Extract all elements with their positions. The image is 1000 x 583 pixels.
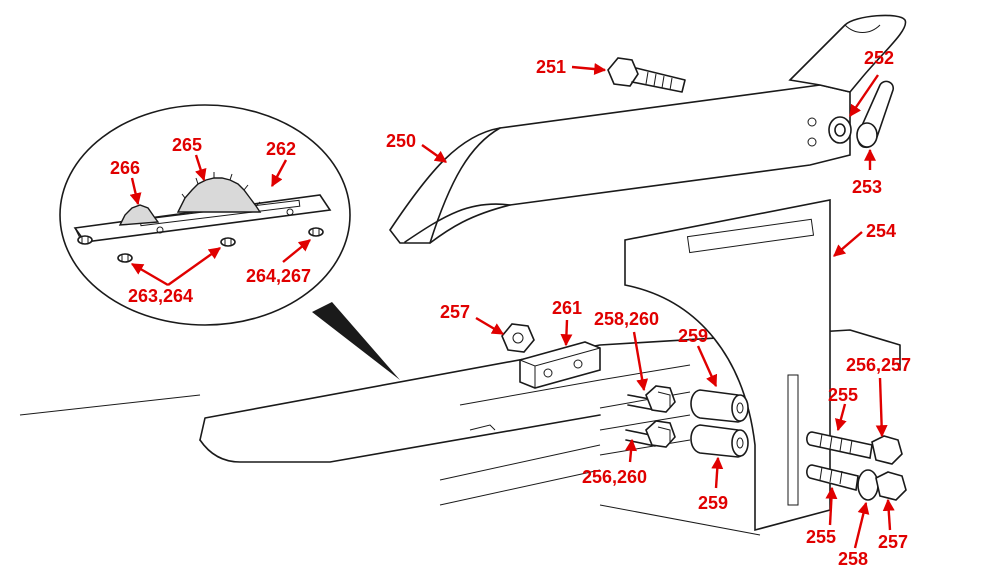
label-264-267: 264,267 xyxy=(246,266,311,286)
part-252-washer xyxy=(828,116,852,144)
label-253: 253 xyxy=(852,177,882,197)
label-255-upper: 255 xyxy=(828,385,858,405)
part-251-bolt xyxy=(607,57,686,93)
screw-c xyxy=(220,237,236,247)
part-254-side-plate xyxy=(624,199,831,532)
callout-labels: 251 252 253 250 254 257 261 258,260 259 … xyxy=(110,48,911,569)
label-257-lower: 257 xyxy=(878,532,908,552)
label-254: 254 xyxy=(866,221,896,241)
label-262: 262 xyxy=(266,139,296,159)
label-258-260: 258,260 xyxy=(594,309,659,329)
part-259-spacer-lower xyxy=(690,424,749,458)
part-258-260-bolt xyxy=(627,385,676,413)
screw-b xyxy=(117,253,133,263)
label-257-upper: 257 xyxy=(440,302,470,322)
label-261: 261 xyxy=(552,298,582,318)
screw-d xyxy=(308,227,324,237)
part-255-bolt-upper xyxy=(806,431,903,465)
label-256-257: 256,257 xyxy=(846,355,911,375)
label-263-264: 263,264 xyxy=(128,286,193,306)
label-252: 252 xyxy=(864,48,894,68)
label-251: 251 xyxy=(536,57,566,77)
part-257-nut xyxy=(501,323,535,353)
slot-plate xyxy=(599,364,691,456)
part-253-pin xyxy=(856,80,894,149)
callout-arrows xyxy=(129,63,895,549)
label-256-260: 256,260 xyxy=(582,467,647,487)
screw-a xyxy=(77,235,93,245)
part-256-260-bolt xyxy=(625,420,676,448)
upper-guard-arm xyxy=(389,14,907,244)
part-261-block xyxy=(519,341,601,389)
label-250: 250 xyxy=(386,131,416,151)
label-259-lower: 259 xyxy=(698,493,728,513)
label-265: 265 xyxy=(172,135,202,155)
part-255-bolt-lower xyxy=(806,464,907,501)
label-255-lower: 255 xyxy=(806,527,836,547)
label-266: 266 xyxy=(110,158,140,178)
detail-magnifier xyxy=(59,104,400,380)
label-259-upper: 259 xyxy=(678,326,708,346)
part-259-spacer-upper xyxy=(690,389,749,423)
label-258: 258 xyxy=(838,549,868,569)
